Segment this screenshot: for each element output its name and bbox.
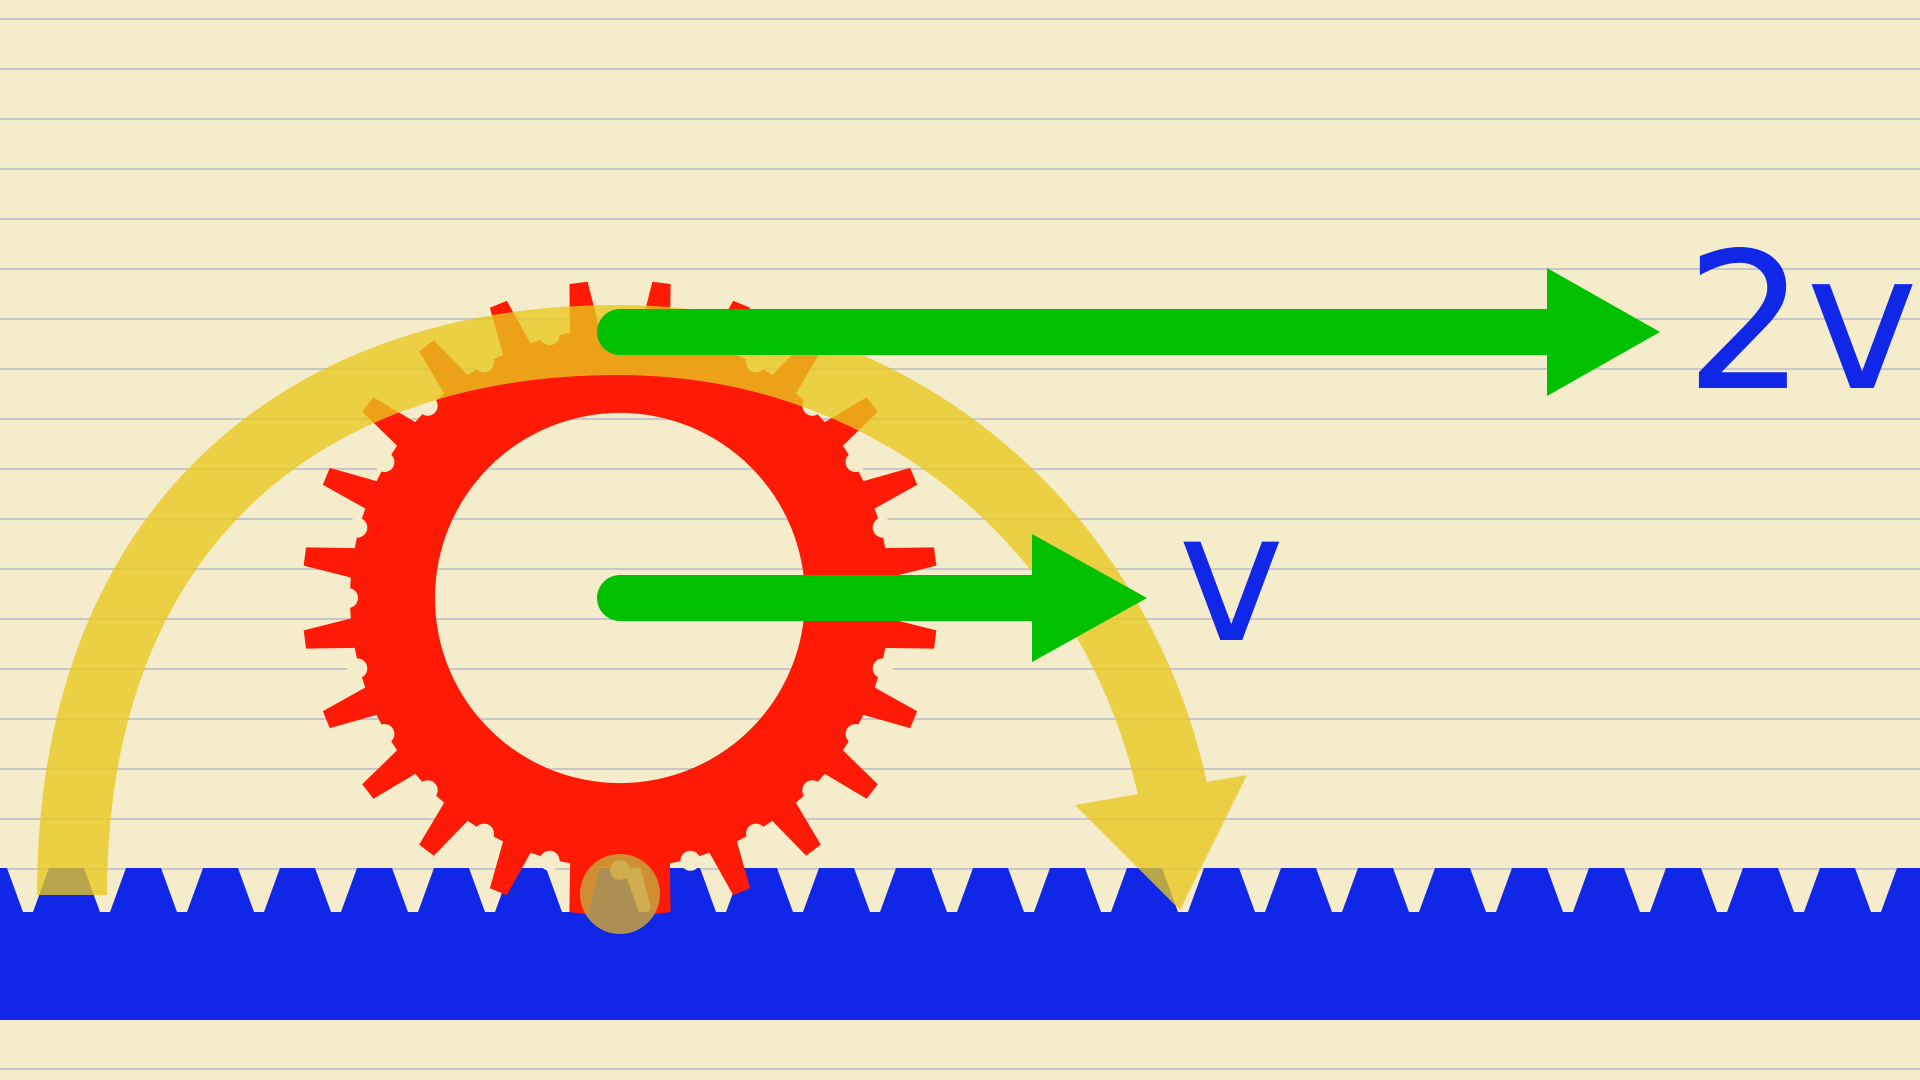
label-2v: 2v (1685, 212, 1918, 433)
velocity-arrow-top (597, 268, 1660, 396)
gear-notch (374, 452, 395, 472)
velocity-arrow-top-head (1547, 268, 1660, 396)
gear-notch (680, 850, 701, 871)
gear-notch (802, 780, 823, 801)
gear-notch (845, 724, 866, 744)
gear-rack (0, 868, 1920, 1020)
velocity-arrow-center (597, 534, 1147, 662)
gear-notch (746, 823, 766, 844)
gear-notch (417, 780, 438, 801)
gear-notch (845, 452, 866, 472)
gear-body (303, 281, 937, 915)
gear-notch (374, 724, 395, 744)
label-v: v (1178, 474, 1285, 683)
gear-notch (872, 517, 893, 538)
gear-notch (338, 588, 358, 608)
gear-notch (347, 658, 368, 679)
gear-notch (872, 658, 893, 679)
gear-notch (474, 823, 494, 844)
gear-notch (539, 850, 560, 871)
gear-notch (347, 517, 368, 538)
contact-point (580, 854, 660, 934)
path-arrowhead (1075, 775, 1247, 910)
velocity-arrow-center-head (1032, 534, 1147, 662)
